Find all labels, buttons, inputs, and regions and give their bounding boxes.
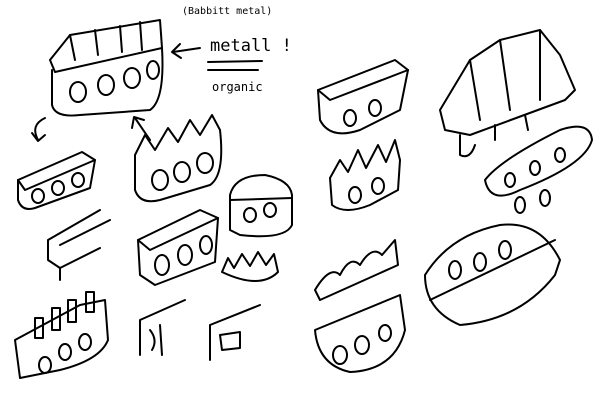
label-underlines xyxy=(171,43,263,71)
organic-bearing-sketches xyxy=(424,29,593,326)
organic-label: organic xyxy=(212,80,263,94)
large-bearing-block xyxy=(49,19,164,117)
spiked-bearing-block xyxy=(134,114,223,203)
crown-sketch xyxy=(221,251,279,282)
rail-profile-sketches xyxy=(47,209,261,361)
babbitt-metal-note: (Babbitt metal) xyxy=(182,6,273,17)
metal-label: metall ! xyxy=(210,36,292,56)
pegged-bearing-block xyxy=(14,291,109,379)
rounded-bearing-block xyxy=(229,174,293,238)
right-column-blocks xyxy=(314,59,409,373)
small-bearing-block xyxy=(17,151,96,210)
grooved-bearing-block xyxy=(137,209,219,286)
